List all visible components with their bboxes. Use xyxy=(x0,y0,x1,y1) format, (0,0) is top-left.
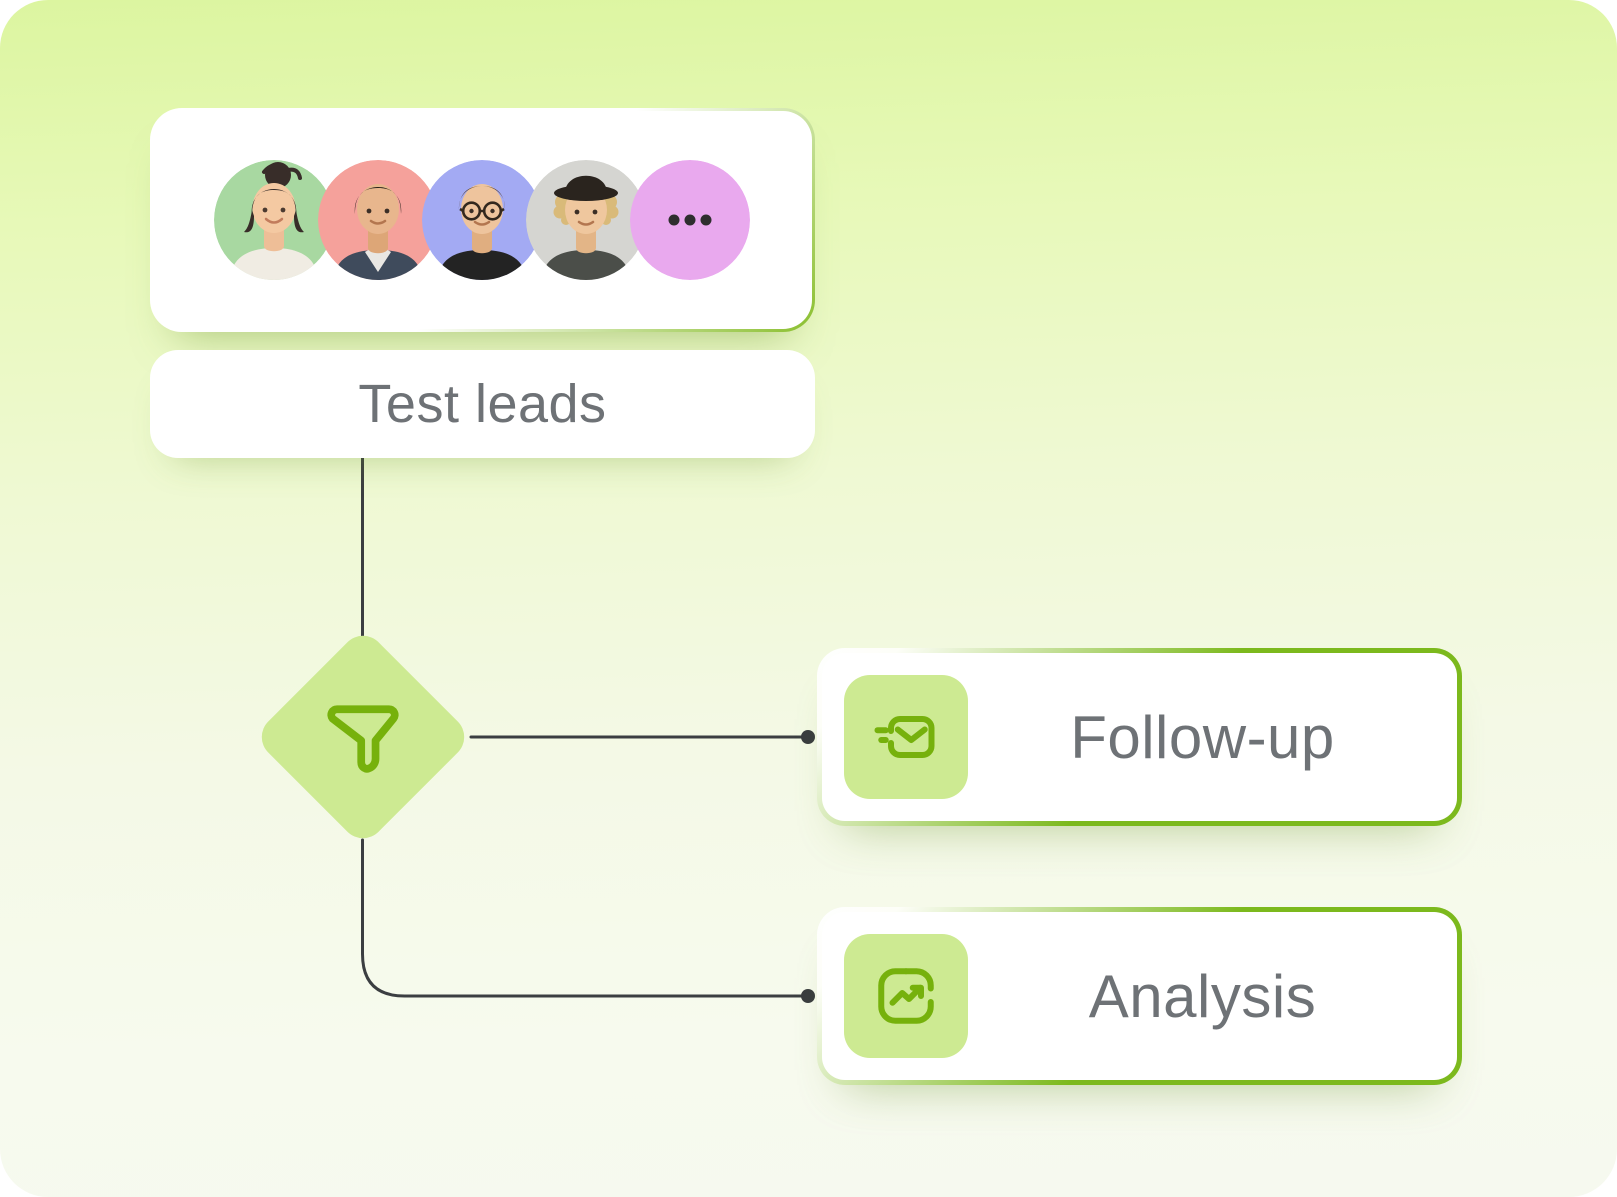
test-leads-node[interactable]: Test leads xyxy=(150,350,815,458)
send-email-icon xyxy=(844,675,968,799)
edge-filter-to-analysis xyxy=(361,838,803,998)
avatar-man-dark-hair-icon xyxy=(318,160,438,280)
leads-avatars-row xyxy=(153,111,812,329)
analysis-node[interactable]: Analysis xyxy=(817,907,1462,1085)
analysis-label: Analysis xyxy=(1088,962,1317,1030)
filter-node[interactable] xyxy=(252,626,474,848)
follow-up-card-body: Follow-up xyxy=(822,653,1457,821)
edge-endpoint-dot xyxy=(801,989,815,1003)
funnel-filter-icon xyxy=(285,659,441,815)
edge-endpoint-dot xyxy=(801,730,815,744)
leads-avatars-card[interactable] xyxy=(150,108,815,332)
chart-trending-up-icon xyxy=(844,934,968,1058)
analysis-card-body: Analysis xyxy=(822,912,1457,1080)
avatar-man-hat-curly-icon xyxy=(526,160,646,280)
follow-up-label: Follow-up xyxy=(1070,703,1335,771)
avatar-woman-bun-icon xyxy=(214,160,334,280)
test-leads-label: Test leads xyxy=(358,374,607,434)
ellipsis-more-leads-icon xyxy=(630,160,750,280)
avatar-man-glasses-icon xyxy=(422,160,542,280)
follow-up-node[interactable]: Follow-up xyxy=(817,648,1462,826)
